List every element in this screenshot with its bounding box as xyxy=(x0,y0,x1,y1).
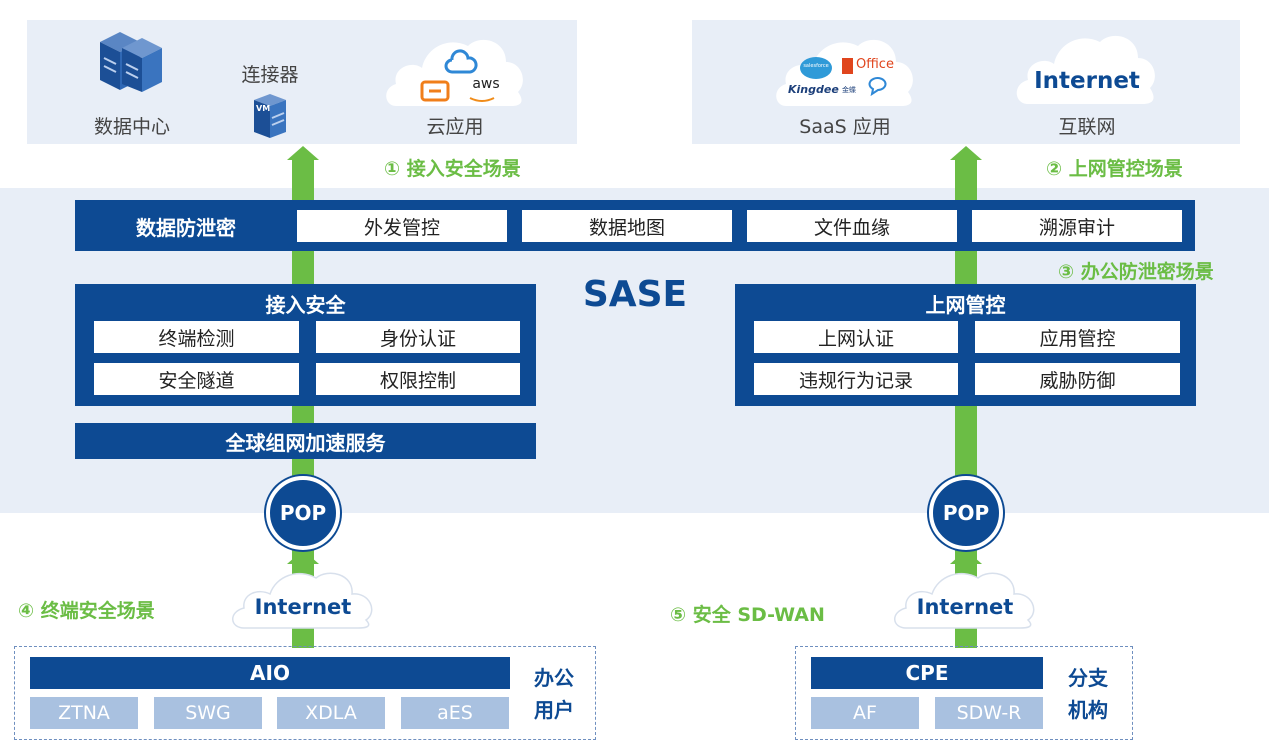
office-logo: Office xyxy=(856,57,894,72)
branch-group xyxy=(795,646,1133,740)
aws-logo: aws xyxy=(472,76,500,92)
cloud-app-label: 云应用 xyxy=(426,116,484,138)
global-network-bar: 全球组网加速服务 xyxy=(75,423,536,459)
scene-5-label: ⑤ 安全 SD-WAN xyxy=(670,604,825,626)
access-item-permission: 权限控制 xyxy=(316,363,520,395)
dlp-item-audit: 溯源审计 xyxy=(972,210,1182,242)
cpe-item-af: AF xyxy=(811,697,919,729)
web-control-title: 上网管控 xyxy=(925,293,1006,317)
dlp-title: 数据防泄密 xyxy=(136,216,236,240)
vm-icon xyxy=(254,94,286,138)
kingdee-cn-logo: 金蝶 xyxy=(842,86,856,94)
cpe-item-sdwr: SDW-R xyxy=(935,697,1043,729)
aio-item-ztna: ZTNA xyxy=(30,697,138,729)
salesforce-logo: salesforce xyxy=(803,63,829,69)
internet-right-cloud-icon xyxy=(894,572,1035,629)
office-user-group xyxy=(14,646,596,740)
internet-left-text: Internet xyxy=(254,595,352,619)
internet-top-label: 互联网 xyxy=(1058,116,1116,138)
office-user-label-1: 办公 xyxy=(534,666,574,690)
aio-item-swg: SWG xyxy=(154,697,262,729)
sase-title: SASE xyxy=(582,274,688,315)
web-item-app-control: 应用管控 xyxy=(975,321,1180,353)
dlp-item-lineage: 文件血缘 xyxy=(747,210,957,242)
cloud-app-icon xyxy=(386,39,523,106)
connector-label: 连接器 xyxy=(241,64,299,86)
access-item-tunnel: 安全隧道 xyxy=(94,363,299,395)
scene-2-label: ② 上网管控场景 xyxy=(1046,158,1183,180)
aio-item-aes: aES xyxy=(401,697,509,729)
saas-cloud-icon xyxy=(776,39,913,106)
office-user-label-2: 用户 xyxy=(534,698,574,722)
pop-right: POP xyxy=(929,476,1003,550)
internet-left-cloud-icon xyxy=(232,572,373,629)
internet-right-text: Internet xyxy=(916,595,1014,619)
saas-label: SaaS 应用 xyxy=(799,116,891,138)
access-security-title: 接入安全 xyxy=(265,293,346,317)
kingdee-logo: Kingdee xyxy=(788,83,839,96)
right-arrow-head-top xyxy=(950,146,982,160)
internet-top-text: Internet xyxy=(1034,68,1140,94)
access-item-endpoint: 终端检测 xyxy=(94,321,299,353)
aio-item-xdla: XDLA xyxy=(277,697,385,729)
pop-left: POP xyxy=(266,476,340,550)
scene-1-label: ① 接入安全场景 xyxy=(384,158,521,180)
web-item-threat-defense: 威胁防御 xyxy=(975,363,1180,395)
branch-label-1: 分支 xyxy=(1068,666,1108,690)
right-arrow-head-bottom xyxy=(950,550,982,564)
internet-top-cloud-icon xyxy=(1016,35,1155,104)
vm-tag: VM xyxy=(256,104,271,113)
web-item-violation-log: 违规行为记录 xyxy=(754,363,958,395)
dlp-item-outbound: 外发管控 xyxy=(297,210,507,242)
scene-4-label: ④ 终端安全场景 xyxy=(18,600,155,622)
datacenter-label: 数据中心 xyxy=(93,116,170,138)
cpe-bar: CPE xyxy=(811,657,1043,689)
scene-3-label: ③ 办公防泄密场景 xyxy=(1058,261,1214,283)
access-item-identity: 身份认证 xyxy=(316,321,520,353)
server-icon xyxy=(100,32,162,92)
left-arrow-head-bottom xyxy=(287,550,319,564)
web-item-auth: 上网认证 xyxy=(754,321,958,353)
aio-bar: AIO xyxy=(30,657,510,689)
left-arrow-head-top xyxy=(287,146,319,160)
dlp-item-datamap: 数据地图 xyxy=(522,210,732,242)
branch-label-2: 机构 xyxy=(1068,698,1108,722)
